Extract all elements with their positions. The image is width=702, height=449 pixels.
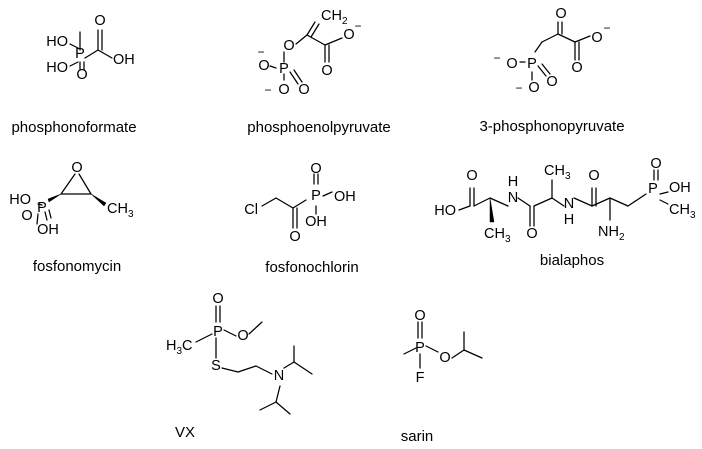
atom-hydrogen: H bbox=[508, 174, 518, 190]
compound-name: sarin bbox=[401, 428, 434, 445]
atom-oxygen: O bbox=[528, 80, 539, 96]
atom-oxygen: O bbox=[555, 6, 566, 22]
atom-hydroxyl: HO bbox=[9, 192, 31, 208]
atom-oxygen: O bbox=[212, 291, 223, 307]
atom-oxygen: O bbox=[237, 328, 248, 344]
atom-oxygen: O bbox=[71, 160, 82, 176]
group-methyl: CH3 bbox=[107, 201, 134, 220]
group-methyl: CH3 bbox=[669, 202, 696, 221]
charge-minus: − bbox=[603, 21, 610, 35]
group-methylene: CH2 bbox=[321, 8, 348, 27]
atom-oxygen: O bbox=[289, 229, 300, 245]
molecule-phosphonoformate: P HO HO O OH O bbox=[46, 13, 135, 83]
atom-oxygen: O bbox=[21, 208, 32, 224]
atom-oxygen: O bbox=[466, 168, 477, 184]
charge-minus: − bbox=[515, 81, 522, 95]
atom-nitrogen: N bbox=[274, 368, 284, 384]
molecule-bialaphos: O HO CH3 H N O CH3 N H O NH2 O P OH CH3 bbox=[434, 156, 696, 245]
compound-name: bialaphos bbox=[540, 252, 604, 269]
compound-name: fosfonochlorin bbox=[265, 259, 358, 276]
charge-minus: − bbox=[354, 19, 361, 33]
atom-oxygen: O bbox=[414, 308, 425, 324]
molecule-fosfonomycin: O HO P O OH CH3 bbox=[9, 160, 134, 238]
atom-fluorine: F bbox=[416, 370, 425, 386]
atom-phosphorus: P bbox=[311, 188, 321, 204]
charge-minus: − bbox=[493, 51, 500, 65]
compound-name: phosphoenolpyruvate bbox=[247, 119, 390, 136]
molecule-VX: O P O H3C S N bbox=[166, 291, 313, 415]
atom-oxygen: O bbox=[506, 56, 517, 72]
compound-name: VX bbox=[175, 424, 195, 441]
group-amino: NH2 bbox=[598, 224, 625, 243]
group-methyl: CH3 bbox=[484, 226, 511, 245]
atom-chlorine: Cl bbox=[244, 202, 258, 218]
group-methyl: CH3 bbox=[544, 163, 571, 182]
atom-nitrogen: N bbox=[564, 196, 574, 212]
atom-oxygen: O bbox=[94, 13, 105, 29]
atom-hydroxyl: OH bbox=[334, 189, 356, 205]
atom-oxygen: O bbox=[278, 82, 289, 98]
atom-hydroxyl: OH bbox=[113, 52, 135, 68]
group-methyl: H3C bbox=[166, 338, 193, 357]
atom-oxygen: O bbox=[571, 60, 582, 76]
atom-phosphorus: P bbox=[279, 61, 289, 77]
atom-oxygen: O bbox=[310, 161, 321, 177]
atom-oxygen: O bbox=[258, 58, 269, 74]
atom-oxygen: O bbox=[526, 226, 537, 242]
charge-minus: − bbox=[257, 45, 264, 59]
atom-oxygen: O bbox=[439, 350, 450, 366]
atom-phosphorus: P bbox=[213, 324, 223, 340]
atom-hydroxyl: OH bbox=[37, 222, 59, 238]
atom-oxygen: O bbox=[298, 82, 309, 98]
atom-oxygen: O bbox=[321, 63, 332, 79]
molecule-fosfonochlorin: Cl O P O OH OH bbox=[244, 161, 355, 245]
atom-oxygen: O bbox=[343, 27, 354, 43]
compound-name: 3-phosphonopyruvate bbox=[479, 118, 624, 135]
molecule-phosphoenolpyruvate: CH2 O O O − P O − O − O bbox=[257, 8, 361, 98]
atom-oxygen: O bbox=[650, 156, 661, 172]
atom-oxygen: O bbox=[591, 30, 602, 46]
atom-nitrogen: N bbox=[508, 190, 518, 206]
atom-oxygen: O bbox=[76, 67, 87, 83]
atom-hydroxyl: HO bbox=[434, 203, 456, 219]
atom-phosphorus: P bbox=[415, 340, 425, 356]
atom-phosphorus: P bbox=[75, 46, 85, 62]
charge-minus: − bbox=[264, 83, 271, 97]
atom-hydrogen: H bbox=[564, 212, 574, 228]
atom-oxygen: O bbox=[546, 74, 557, 90]
compound-name: fosfonomycin bbox=[33, 258, 121, 275]
atom-sulfur: S bbox=[211, 358, 221, 374]
atom-hydroxyl: HO bbox=[46, 60, 68, 76]
atom-oxygen: O bbox=[283, 38, 294, 54]
atom-hydroxyl: OH bbox=[305, 214, 327, 230]
molecule-sarin: O P O F bbox=[403, 308, 483, 386]
atom-oxygen: O bbox=[588, 168, 599, 184]
atom-hydroxyl: HO bbox=[46, 34, 68, 50]
atom-phosphorus: P bbox=[527, 56, 537, 72]
compound-name: phosphonoformate bbox=[11, 119, 136, 136]
molecule-3-phosphonopyruvate: O O − O P O − O − O bbox=[493, 6, 610, 96]
atom-hydroxyl: OH bbox=[669, 180, 691, 196]
atom-phosphorus: P bbox=[648, 181, 658, 197]
atom-phosphorus: P bbox=[37, 200, 47, 216]
